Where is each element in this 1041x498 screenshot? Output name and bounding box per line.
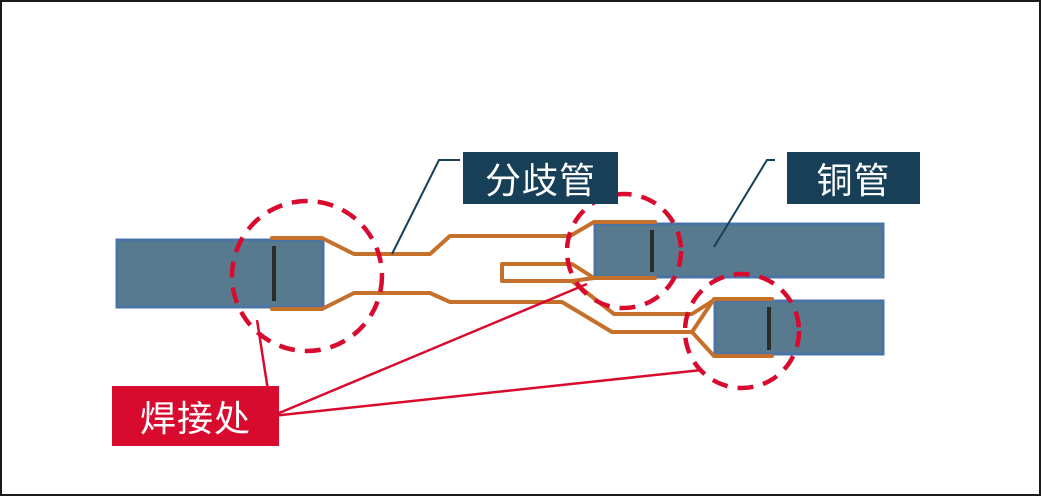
- label-leader-lines: [391, 159, 775, 255]
- copper-pipe-outlet-upper: [593, 222, 885, 279]
- weld-leader-upper: [271, 282, 588, 418]
- branch-pipe-leader: [391, 159, 460, 255]
- copper-pipe-label: 铜管: [787, 152, 920, 204]
- branch-pipe-inlet-socket: [270, 236, 379, 311]
- branch-pipe-label: 分歧管: [463, 152, 618, 204]
- branch-pipe: [270, 220, 774, 358]
- weld-markers: [229, 191, 802, 391]
- weld-point-label: 焊接处: [112, 386, 279, 446]
- copper-pipe-inlet: [115, 238, 325, 309]
- weld-circle-upper: [564, 191, 684, 311]
- weld-leader-lower: [271, 368, 703, 418]
- branch-pipe-lower-socket: [570, 279, 774, 358]
- seam-lines: [272, 230, 771, 350]
- branch-pipe-upper-contour: [375, 220, 657, 256]
- weld-circle-inlet: [229, 198, 385, 354]
- weld-circle-lower: [682, 271, 802, 391]
- copper-pipe-leader: [713, 159, 775, 248]
